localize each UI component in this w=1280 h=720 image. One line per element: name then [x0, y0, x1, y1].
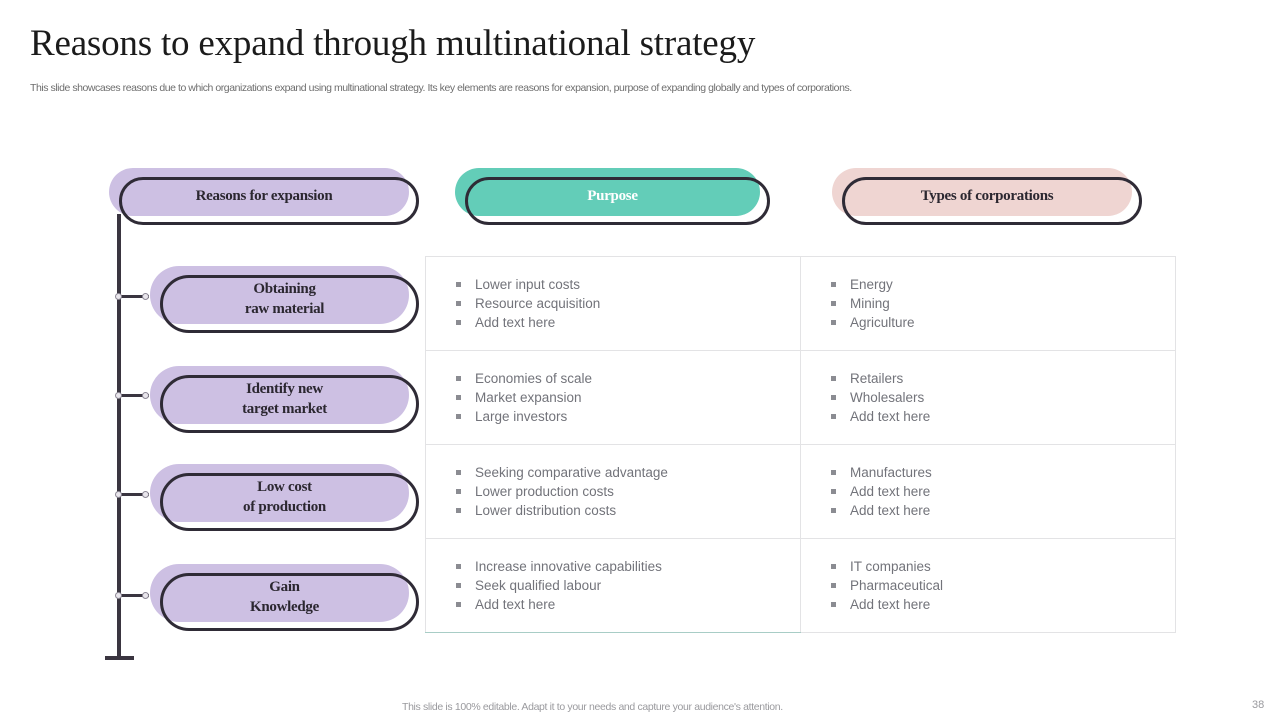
- list-item: Lower distribution costs: [456, 501, 800, 520]
- connector-node-leaf-4: [142, 592, 149, 599]
- pill-outline: Reasons for expansion: [119, 177, 419, 225]
- list-item: Mining: [831, 294, 1175, 313]
- pill-outline: Obtaining raw material: [160, 275, 419, 333]
- column-header-purpose[interactable]: Purpose: [455, 168, 770, 225]
- connector-branch-4: [119, 594, 149, 597]
- pill-outline: Low cost of production: [160, 473, 419, 531]
- table-row: Economies of scale Market expansion Larg…: [425, 350, 1176, 445]
- connector-foot: [105, 656, 134, 660]
- types-cell[interactable]: Retailers Wholesalers Add text here: [800, 350, 1176, 445]
- list-item: Pharmaceutical: [831, 576, 1175, 595]
- table-row: Increase innovative capabilities Seek qu…: [425, 538, 1176, 633]
- connector-node-trunk-1: [115, 293, 122, 300]
- reason-pill-gain-knowledge[interactable]: Gain Knowledge: [150, 564, 419, 631]
- reason-pill-label: Low cost of production: [243, 479, 326, 515]
- bullet-list: Retailers Wholesalers Add text here: [831, 369, 1175, 426]
- reason-pill-obtaining-raw-material[interactable]: Obtaining raw material: [150, 266, 419, 333]
- table-row: Lower input costs Resource acquisition A…: [425, 256, 1176, 351]
- list-item: Add text here: [456, 313, 800, 332]
- types-cell[interactable]: IT companies Pharmaceutical Add text her…: [800, 538, 1176, 633]
- reason-pill-label: Gain Knowledge: [250, 579, 319, 615]
- column-header-types[interactable]: Types of corporations: [832, 168, 1142, 225]
- footer-note: This slide is 100% editable. Adapt it to…: [402, 701, 783, 713]
- list-item: Wholesalers: [831, 388, 1175, 407]
- reason-pill-low-cost-of-production[interactable]: Low cost of production: [150, 464, 419, 531]
- page-title: Reasons to expand through multinational …: [30, 23, 756, 64]
- reason-pill-label: Identify new target market: [242, 381, 327, 417]
- connector-node-leaf-2: [142, 392, 149, 399]
- list-item: Lower production costs: [456, 482, 800, 501]
- types-cell[interactable]: Manufactures Add text here Add text here: [800, 444, 1176, 539]
- list-item: Economies of scale: [456, 369, 800, 388]
- list-item: Energy: [831, 275, 1175, 294]
- list-item: Add text here: [831, 482, 1175, 501]
- connector-branch-2: [119, 394, 149, 397]
- list-item: Increase innovative capabilities: [456, 557, 800, 576]
- column-header-label: Purpose: [587, 188, 638, 205]
- list-item: Add text here: [831, 595, 1175, 614]
- bullet-list: Increase innovative capabilities Seek qu…: [456, 557, 800, 614]
- purpose-cell[interactable]: Economies of scale Market expansion Larg…: [425, 350, 801, 445]
- table-row: Seeking comparative advantage Lower prod…: [425, 444, 1176, 539]
- connector-node-leaf-3: [142, 491, 149, 498]
- bullet-list: Lower input costs Resource acquisition A…: [456, 275, 800, 332]
- connector-node-trunk-3: [115, 491, 122, 498]
- connector-node-leaf-1: [142, 293, 149, 300]
- connector-branch-3: [119, 493, 149, 496]
- reason-pill-label: Obtaining raw material: [244, 281, 325, 317]
- list-item: Add text here: [456, 595, 800, 614]
- list-item: Add text here: [831, 407, 1175, 426]
- purpose-cell[interactable]: Lower input costs Resource acquisition A…: [425, 256, 801, 351]
- connector-trunk: [117, 214, 121, 660]
- list-item: Seeking comparative advantage: [456, 463, 800, 482]
- types-cell[interactable]: Energy Mining Agriculture: [800, 256, 1176, 351]
- pill-outline: Gain Knowledge: [160, 573, 419, 631]
- connector-node-trunk-4: [115, 592, 122, 599]
- list-item: Market expansion: [456, 388, 800, 407]
- pill-outline: Identify new target market: [160, 375, 419, 433]
- column-header-reasons[interactable]: Reasons for expansion: [109, 168, 419, 225]
- page-number: 38: [1252, 699, 1265, 711]
- list-item: Lower input costs: [456, 275, 800, 294]
- list-item: Agriculture: [831, 313, 1175, 332]
- content-table: Lower input costs Resource acquisition A…: [425, 256, 1176, 633]
- purpose-cell[interactable]: Increase innovative capabilities Seek qu…: [425, 538, 801, 633]
- bullet-list: Economies of scale Market expansion Larg…: [456, 369, 800, 426]
- pill-outline: Types of corporations: [842, 177, 1142, 225]
- list-item: Manufactures: [831, 463, 1175, 482]
- bullet-list: Energy Mining Agriculture: [831, 275, 1175, 332]
- column-header-label: Types of corporations: [920, 188, 1054, 205]
- pill-outline: Purpose: [465, 177, 770, 225]
- column-header-label: Reasons for expansion: [195, 188, 333, 205]
- list-item: Seek qualified labour: [456, 576, 800, 595]
- list-item: Retailers: [831, 369, 1175, 388]
- list-item: Add text here: [831, 501, 1175, 520]
- list-item: Resource acquisition: [456, 294, 800, 313]
- bullet-list: Seeking comparative advantage Lower prod…: [456, 463, 800, 520]
- purpose-cell[interactable]: Seeking comparative advantage Lower prod…: [425, 444, 801, 539]
- list-item: IT companies: [831, 557, 1175, 576]
- bullet-list: IT companies Pharmaceutical Add text her…: [831, 557, 1175, 614]
- connector-branch-1: [119, 295, 149, 298]
- reason-pill-identify-new-target-market[interactable]: Identify new target market: [150, 366, 419, 433]
- bullet-list: Manufactures Add text here Add text here: [831, 463, 1175, 520]
- list-item: Large investors: [456, 407, 800, 426]
- page-subtitle: This slide showcases reasons due to whic…: [30, 82, 852, 94]
- connector-node-trunk-2: [115, 392, 122, 399]
